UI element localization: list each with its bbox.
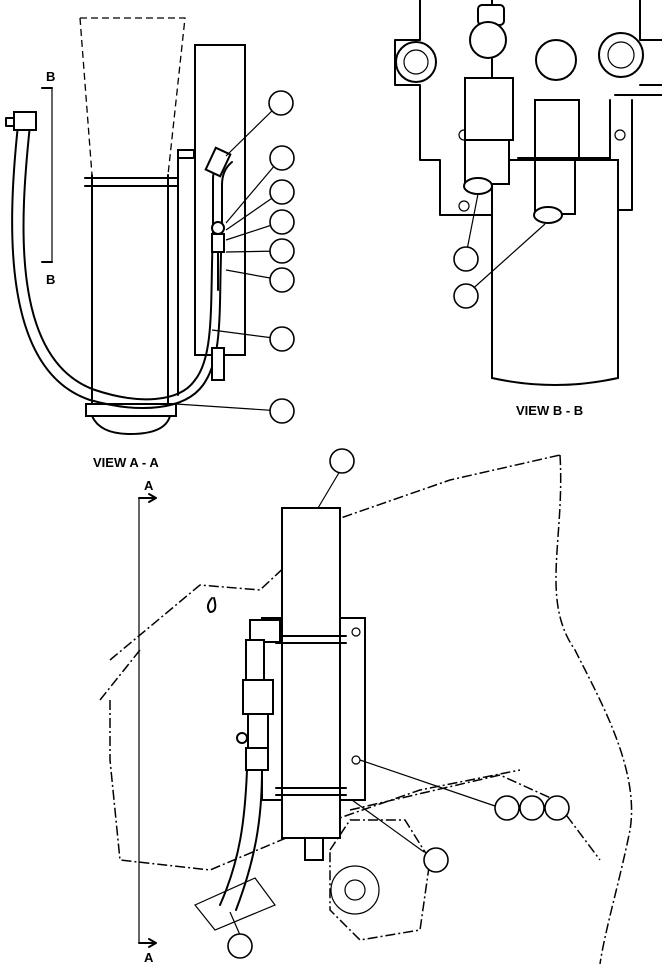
filter-canister <box>491 159 619 386</box>
fitting-nut-left <box>469 21 507 59</box>
bracket-clamp <box>177 149 195 159</box>
callout-balloon <box>269 238 295 264</box>
section-a-label-bottom: A <box>144 950 154 964</box>
hose-outer <box>22 124 223 401</box>
view-a-drawing: B B VIEW A - A <box>5 17 295 470</box>
head-left <box>394 0 493 216</box>
leader <box>225 102 281 157</box>
section-a-arrow-top <box>138 493 157 503</box>
callout-balloon <box>269 326 295 352</box>
port-left-inner <box>403 49 429 75</box>
hose-inner <box>11 124 233 409</box>
valve-body <box>211 233 225 253</box>
tee-fitting <box>242 679 274 715</box>
machine-outline-upper <box>109 454 561 661</box>
fitting-nut-right <box>535 39 577 81</box>
head-right-top <box>639 0 662 41</box>
callout-balloon <box>329 448 355 474</box>
lifting-eye <box>206 597 217 613</box>
hose-left-a <box>219 769 248 906</box>
machine-outline-left <box>99 649 141 701</box>
view-a-title: VIEW A - A <box>93 455 159 470</box>
view-b-title: VIEW B - B <box>516 403 583 418</box>
callout-balloon <box>227 933 253 959</box>
frame-foot <box>91 415 171 435</box>
pipe-section <box>245 639 265 681</box>
callout-balloon <box>269 145 295 171</box>
machine-outline-rear <box>349 774 601 861</box>
callout-balloon <box>544 795 570 821</box>
tube-left-upper <box>464 77 514 141</box>
hose-end-cap <box>5 117 15 127</box>
callout-balloon <box>423 847 449 873</box>
machine-outline-right <box>555 454 633 964</box>
callout-balloon <box>453 283 479 309</box>
tube-right-upper <box>534 99 580 161</box>
elbow-top <box>249 619 281 643</box>
valve-knob <box>211 221 225 235</box>
port-left <box>395 41 437 83</box>
plate-bolt <box>351 627 361 637</box>
callout-balloon <box>269 398 295 424</box>
callout-balloon <box>519 795 545 821</box>
tube-right-end <box>533 206 563 224</box>
section-b-label-top: B <box>46 69 55 84</box>
coupler <box>245 747 269 771</box>
section-b-label-bottom: B <box>46 272 55 287</box>
bolt-hole <box>614 129 626 141</box>
callout-balloon <box>494 795 520 821</box>
machine-outline-lower <box>109 700 521 871</box>
hose-left-b <box>235 769 263 911</box>
drain-fitting <box>211 347 225 381</box>
bottom-plate <box>194 877 276 931</box>
main-view-drawing: A A <box>99 448 633 964</box>
leader <box>225 157 282 224</box>
engine-mount <box>329 819 431 941</box>
section-a-label-top: A <box>144 478 154 493</box>
callout-balloon <box>269 209 295 235</box>
callout-balloon <box>268 90 294 116</box>
hopper-outline-left <box>79 17 93 176</box>
leader <box>359 759 496 807</box>
leader <box>229 911 241 936</box>
valve-handle <box>236 732 248 744</box>
section-a-arrow-bottom <box>138 938 157 948</box>
elbow-fitting <box>204 146 232 178</box>
port-right <box>598 32 644 78</box>
leader <box>465 193 479 256</box>
hose-end-fitting <box>13 111 37 131</box>
callout-balloon <box>453 246 479 272</box>
callout-balloon <box>269 267 295 293</box>
filter-housing <box>281 507 341 839</box>
view-b-drawing: VIEW B - B <box>394 0 662 418</box>
mount-hub-inner <box>344 879 366 901</box>
bolt-hole <box>458 200 470 212</box>
tube-left-lower <box>464 139 510 185</box>
hopper-outline <box>80 17 186 176</box>
mount-hub <box>330 865 380 915</box>
leader <box>317 470 341 509</box>
leader <box>175 403 282 412</box>
drain-valve <box>304 837 324 861</box>
head-right-body <box>609 94 662 211</box>
port-right-inner <box>607 41 635 69</box>
leader <box>467 223 546 294</box>
leader <box>351 799 425 853</box>
tube-right-lower <box>534 159 576 215</box>
callout-balloon <box>269 179 295 205</box>
valve-body <box>247 713 269 749</box>
tube-left-end <box>463 177 493 195</box>
